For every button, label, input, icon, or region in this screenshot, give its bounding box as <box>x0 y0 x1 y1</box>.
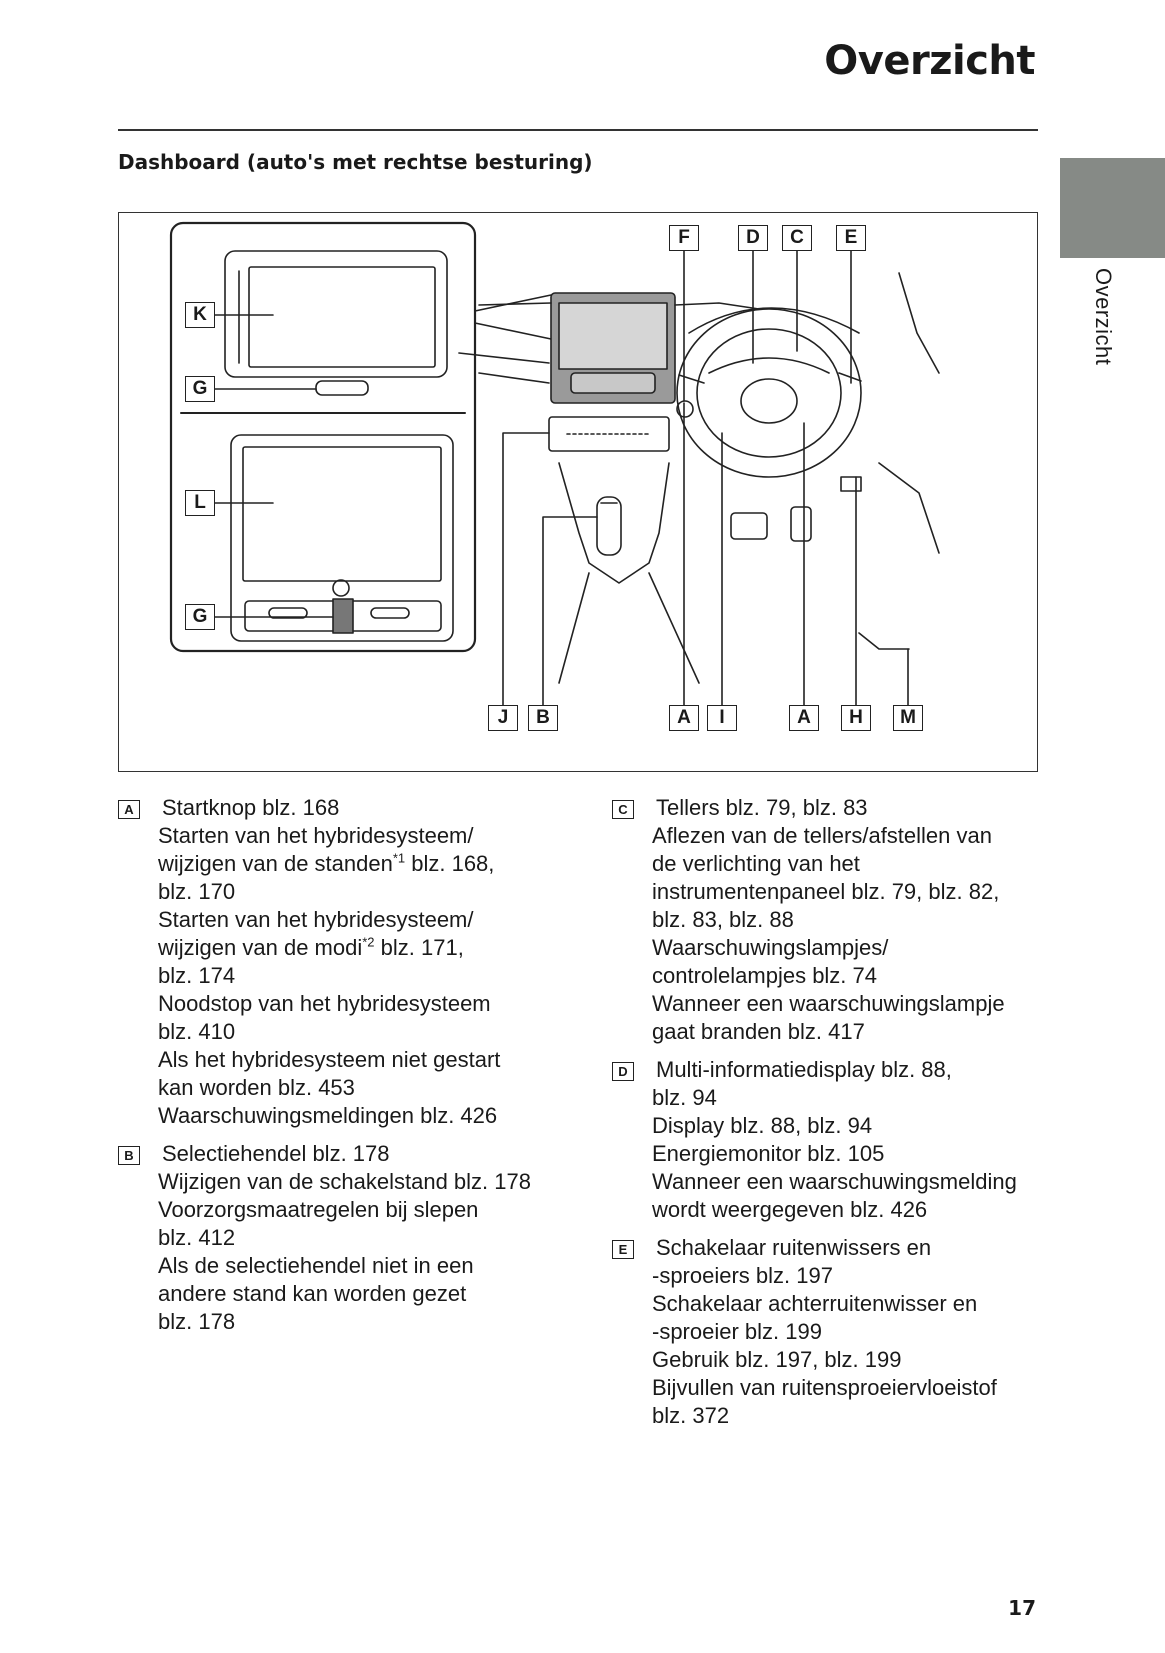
entry-c-line: controlelampjes blz. 74 <box>652 963 878 988</box>
entry-b-line: blz. 178 <box>158 1309 236 1334</box>
callout-d: D <box>738 225 768 251</box>
entry-e-line: Schakelaar achterruitenwisser en <box>652 1291 978 1316</box>
callout-h: H <box>841 705 871 731</box>
title-rule <box>118 129 1038 131</box>
callout-g-bottom: G <box>185 604 215 630</box>
entry-a-line-sup2: wijzigen van de modi*2 blz. 171, <box>158 934 464 960</box>
entry-b-line: andere stand kan worden gezet <box>158 1281 467 1306</box>
callout-l: L <box>185 490 215 516</box>
entry-a-line: Starten van het hybridesysteem/ <box>158 823 474 848</box>
inset-frame <box>169 221 477 653</box>
dashboard-figure: F D C E K G L G J B A I A H M <box>118 212 1038 772</box>
entry-e-line: -sproeiers blz. 197 <box>652 1263 833 1288</box>
section-heading: Dashboard (auto's met rechtse besturing) <box>118 150 593 174</box>
entry-c-head: Tellers blz. 79, blz. 83 <box>656 795 868 820</box>
entry-d-line: wordt weergegeven blz. 426 <box>652 1197 928 1222</box>
entry-c-line: Waarschuwingslampjes/ <box>652 935 889 960</box>
callout-c: C <box>782 225 812 251</box>
entry-b: B Selectiehendel blz. 178 Wijzigen van d… <box>118 1140 568 1336</box>
left-column: A Startknop blz. 168 Starten van het hyb… <box>118 794 568 1346</box>
callout-b: B <box>528 705 558 731</box>
side-label: Overzicht <box>1091 268 1116 366</box>
entry-d-badge: D <box>612 1062 634 1081</box>
dashboard-illustration <box>169 221 940 706</box>
entry-e-line: blz. 372 <box>652 1403 730 1428</box>
entry-a-line: Als het hybridesysteem niet gestart <box>158 1047 501 1072</box>
entry-e-line: Gebruik blz. 197, blz. 199 <box>652 1347 902 1372</box>
entry-c-line: de verlichting van het <box>652 851 860 876</box>
entry-a-line: blz. 174 <box>158 963 236 988</box>
display-k <box>224 250 448 378</box>
entry-a-head: Startknop blz. 168 <box>162 795 340 820</box>
entry-e-line: Bijvullen van ruitensproeiervloeistof <box>652 1375 997 1400</box>
entry-e: E Schakelaar ruitenwissers en -sproeiers… <box>612 1234 1052 1430</box>
callout-i: I <box>707 705 737 731</box>
steering-wheel <box>676 308 862 478</box>
entry-d-head: Multi-informatiedisplay blz. 88, <box>656 1057 952 1082</box>
entry-d-line: Energiemonitor blz. 105 <box>652 1141 885 1166</box>
entry-b-line: Voorzorgsmaatregelen bij slepen <box>158 1197 479 1222</box>
entry-e-head: Schakelaar ruitenwissers en <box>656 1235 932 1260</box>
entry-c-line: Aflezen van de tellers/afstellen van <box>652 823 992 848</box>
callout-f: F <box>669 225 699 251</box>
callout-g-top: G <box>185 376 215 402</box>
callout-k: K <box>185 302 215 328</box>
entry-e-line: -sproeier blz. 199 <box>652 1319 822 1344</box>
entry-d: D Multi-informatiedisplay blz. 88, blz. … <box>612 1056 1052 1224</box>
page-number: 17 <box>1008 1596 1036 1620</box>
entry-b-line: Wijzigen van de schakelstand blz. 178 <box>158 1169 531 1194</box>
right-column: C Tellers blz. 79, blz. 83 Aflezen van d… <box>612 794 1052 1440</box>
page-title: Overzicht <box>824 38 1035 84</box>
display-l <box>230 434 454 642</box>
entry-a-line: kan worden blz. 453 <box>158 1075 355 1100</box>
entry-c-line: blz. 83, blz. 88 <box>652 907 794 932</box>
entry-d-line: Wanneer een waarschuwingsmelding <box>652 1169 1017 1194</box>
entry-b-line: Als de selectiehendel niet in een <box>158 1253 474 1278</box>
entry-b-line: blz. 412 <box>158 1225 236 1250</box>
callout-j: J <box>488 705 518 731</box>
entry-a-line: Noodstop van het hybridesysteem <box>158 991 491 1016</box>
entry-a: A Startknop blz. 168 Starten van het hyb… <box>118 794 568 1130</box>
entry-b-head: Selectiehendel blz. 178 <box>162 1141 390 1166</box>
gear-lever <box>596 496 622 556</box>
callout-e: E <box>836 225 866 251</box>
entry-a-badge: A <box>118 800 140 819</box>
callout-a-left: A <box>669 705 699 731</box>
entry-b-badge: B <box>118 1146 140 1165</box>
side-tab <box>1060 158 1165 258</box>
entry-d-line: Display blz. 88, blz. 94 <box>652 1113 873 1138</box>
entry-a-line-sup1: wijzigen van de standen*1 blz. 168, <box>158 850 495 876</box>
entry-a-line: Starten van het hybridesysteem/ <box>158 907 474 932</box>
entry-d-line: blz. 94 <box>652 1085 717 1110</box>
entry-e-badge: E <box>612 1240 634 1259</box>
entry-a-line: blz. 170 <box>158 879 236 904</box>
callout-m: M <box>893 705 923 731</box>
entry-c-line: Wanneer een waarschuwingslampje <box>652 991 1005 1016</box>
entry-c: C Tellers blz. 79, blz. 83 Aflezen van d… <box>612 794 1052 1046</box>
callout-a-right: A <box>789 705 819 731</box>
entry-c-line: gaat branden blz. 417 <box>652 1019 865 1044</box>
entry-c-line: instrumentenpaneel blz. 79, blz. 82, <box>652 879 1000 904</box>
entry-a-line: blz. 410 <box>158 1019 236 1044</box>
entry-a-line: Waarschuwingsmeldingen blz. 426 <box>158 1103 498 1128</box>
entry-c-badge: C <box>612 800 634 819</box>
